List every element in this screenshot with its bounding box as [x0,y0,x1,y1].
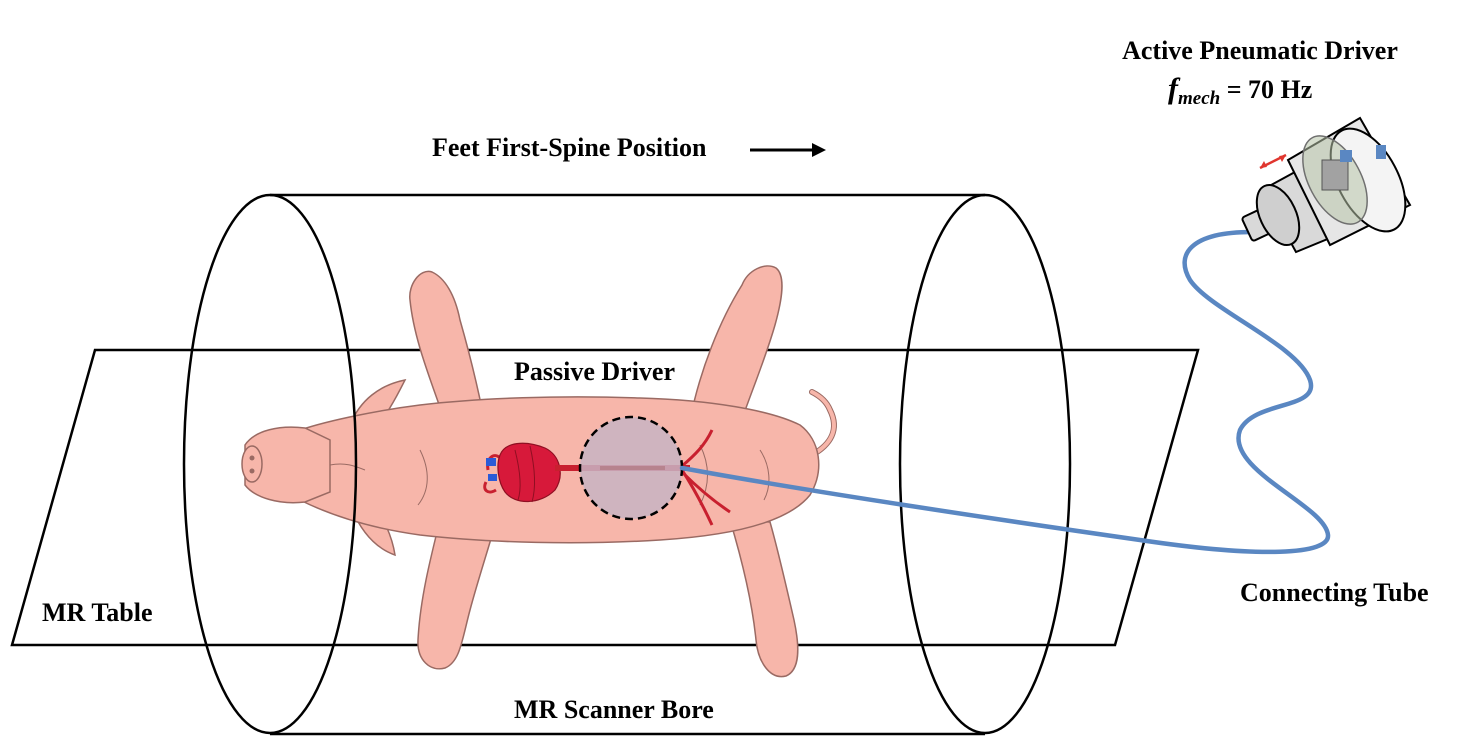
heart-illustration [483,442,561,503]
connecting-tube-label: Connecting Tube [1240,578,1429,607]
passive-driver-label: Passive Driver [514,357,676,386]
bore-left-ring [182,193,358,735]
freq-subscript: mech [1178,88,1221,110]
mr-table-label: MR Table [42,598,153,627]
freq-symbol: f [1168,72,1178,105]
aortic-bifurcation-upper [681,429,714,468]
bore-right-ring [898,193,1072,735]
mr-table [10,348,1200,647]
active-pneumatic-driver [1241,116,1412,254]
scanner-bore-label: MR Scanner Bore [514,695,714,724]
freq-value: = 70 Hz [1220,75,1313,104]
active-driver-label: Active Pneumatic Driver [1122,36,1398,65]
direction-label: Feet First-Spine Position [432,133,707,162]
frequency-label: fmech = 70 Hz [1168,72,1312,110]
aortic-bifurcation-lower-2 [680,469,714,526]
connecting-tube [679,229,1331,555]
